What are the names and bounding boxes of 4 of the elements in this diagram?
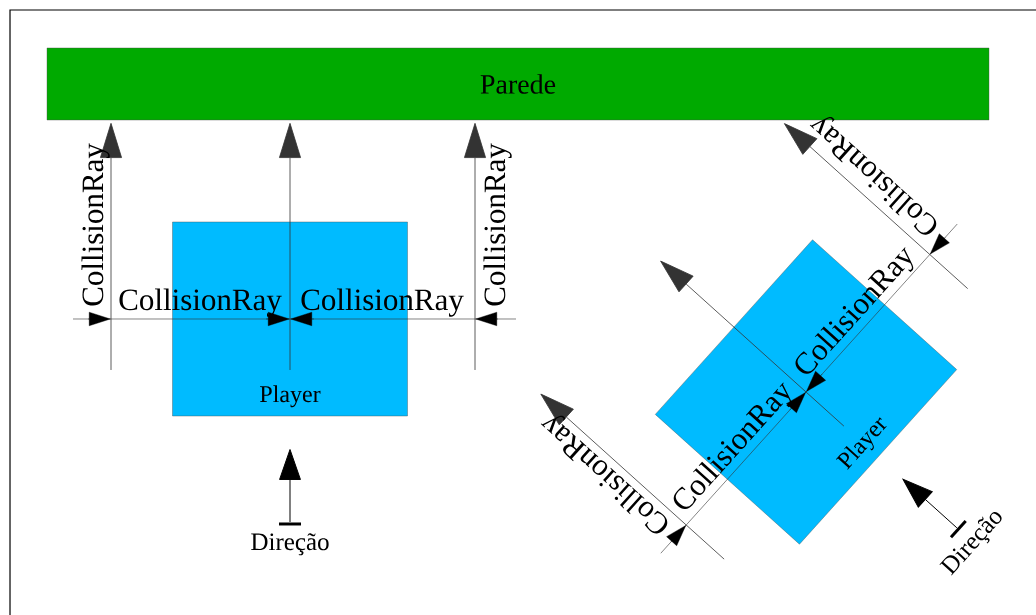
ray-label: CollisionRay	[483, 143, 512, 306]
ray-label: CollisionRay	[81, 143, 110, 306]
player-label: Player	[260, 385, 321, 408]
direction-label: Direção	[251, 533, 329, 556]
